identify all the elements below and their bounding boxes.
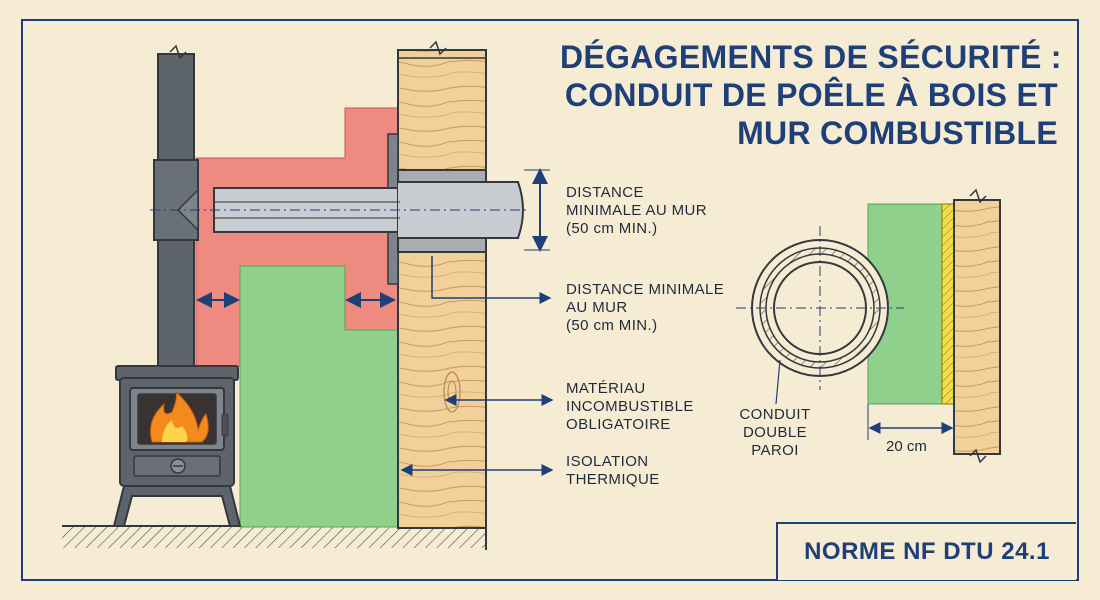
dimension-20cm: 20 cm xyxy=(886,438,927,455)
label-line: (50 cm MIN.) xyxy=(566,220,658,237)
vertical-flue xyxy=(153,44,199,369)
wood-stove-icon xyxy=(112,365,242,527)
combustible-wall xyxy=(397,40,487,550)
label-line: INCOMBUSTIBLE xyxy=(566,398,694,415)
label-incombustible: MATÉRIAU INCOMBUSTIBLE OBLIGATOIRE xyxy=(566,380,694,434)
label-line: DISTANCE xyxy=(566,184,644,201)
label-line: OBLIGATOIRE xyxy=(566,416,671,433)
label-line: MINIMALE AU MUR xyxy=(566,202,708,219)
label-line: MATÉRIAU xyxy=(566,380,646,397)
page-frame xyxy=(21,19,1079,581)
label-insulation: ISOLATION THERMIQUE xyxy=(566,453,660,489)
dimension-arrows xyxy=(196,168,550,308)
label-line: (50 cm MIN.) xyxy=(566,317,658,334)
label-line: DOUBLE xyxy=(742,424,808,441)
label-line: ISOLATION xyxy=(566,453,649,470)
label-double-wall: CONDUIT DOUBLE PAROI xyxy=(730,406,820,460)
label-line: THERMIQUE xyxy=(566,471,660,488)
label-distance-wall-2: DISTANCE MINIMALE AU MUR (50 cm MIN.) xyxy=(566,281,724,335)
horizontal-connector xyxy=(150,169,530,253)
double-wall-section xyxy=(736,188,1001,464)
label-line: DISTANCE MINIMALE xyxy=(566,281,725,298)
floor xyxy=(62,525,486,548)
label-line: CONDUIT xyxy=(739,406,811,423)
leader-lines xyxy=(400,256,554,476)
page-title: DÉGAGEMENTS DE SÉCURITÉ : CONDUIT DE POÊ… xyxy=(560,38,1062,152)
label-line: PAROI xyxy=(751,442,799,459)
label-line: AU MUR xyxy=(566,299,628,316)
norme-badge: NORME NF DTU 24.1 xyxy=(776,522,1076,580)
title-line-3: MUR COMBUSTIBLE xyxy=(737,115,1058,151)
label-distance-wall-1: DISTANCE MINIMALE AU MUR (50 cm MIN.) xyxy=(566,184,707,238)
title-line-1: DÉGAGEMENTS DE SÉCURITÉ : xyxy=(560,39,1062,75)
title-line-2: CONDUIT DE POÊLE À BOIS ET xyxy=(564,77,1058,113)
